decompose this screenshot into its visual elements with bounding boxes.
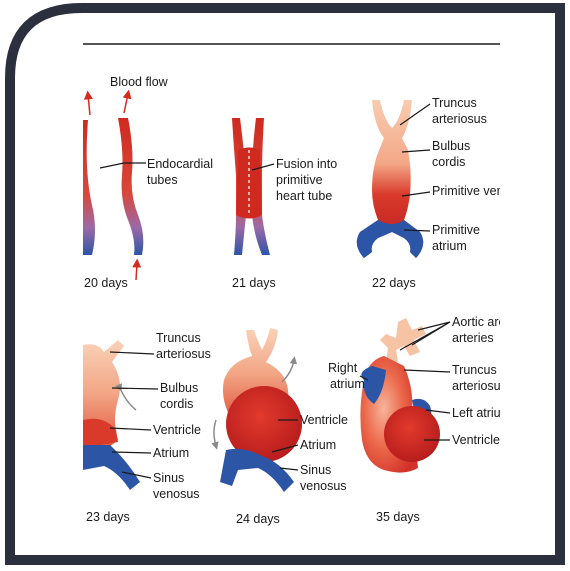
label-fusion-2: primitive xyxy=(276,173,323,187)
label-ventricle-24: Ventricle xyxy=(300,413,348,427)
label-sinus-23-1: Sinus xyxy=(153,471,184,485)
label-atrium-22-1: Primitive xyxy=(432,223,480,237)
label-truncus-23-2: arteriosus xyxy=(156,347,211,361)
label-truncus-35-1: Truncus xyxy=(452,363,497,377)
label-sinus-23-2: venosus xyxy=(153,487,200,501)
label-truncus-22-1: Truncus xyxy=(432,96,477,110)
label-ventricle-23: Ventricle xyxy=(153,423,201,437)
label-endocardial-2: tubes xyxy=(147,173,178,187)
label-truncus-35-2: arteriosus xyxy=(452,379,507,393)
day-label-21: 21 days xyxy=(232,276,276,290)
label-bulbus-23-1: Bulbus xyxy=(160,381,198,395)
label-atrium-24: Atrium xyxy=(300,438,336,452)
label-bulbus-22-2: cordis xyxy=(432,155,465,169)
label-right-atrium-35-2: atrium xyxy=(330,377,365,391)
day-label-35: 35 days xyxy=(376,510,420,524)
day-label-24: 24 days xyxy=(236,512,280,526)
label-right-atrium-35-1: Right xyxy=(328,361,358,375)
label-truncus-23-1: Truncus xyxy=(156,331,201,345)
label-ventricle-35: Ventricle xyxy=(452,433,500,447)
blood-flow-arrow-bottom xyxy=(136,263,137,280)
ventricle-35 xyxy=(384,406,440,462)
label-atrium-22-2: atrium xyxy=(432,239,467,253)
label-sinus-24-1: Sinus xyxy=(300,463,331,477)
label-bulbus-22-1: Bulbus xyxy=(432,139,470,153)
label-fusion-3: heart tube xyxy=(276,189,332,203)
day-label-22: 22 days xyxy=(372,276,416,290)
label-truncus-22-2: arteriosus xyxy=(432,112,487,126)
label-endocardial-1: Endocardial xyxy=(147,157,213,171)
day-label-23: 23 days xyxy=(86,510,130,524)
right-crop-mask xyxy=(500,60,555,540)
label-fusion-1: Fusion into xyxy=(276,157,337,171)
day-label-20: 20 days xyxy=(84,276,128,290)
label-blood-flow: Blood flow xyxy=(110,75,169,89)
label-atrium-23: Atrium xyxy=(153,446,189,460)
label-sinus-24-2: venosus xyxy=(300,479,347,493)
label-bulbus-23-2: cordis xyxy=(160,397,193,411)
label-aortic-35-2: arteries xyxy=(452,331,494,345)
